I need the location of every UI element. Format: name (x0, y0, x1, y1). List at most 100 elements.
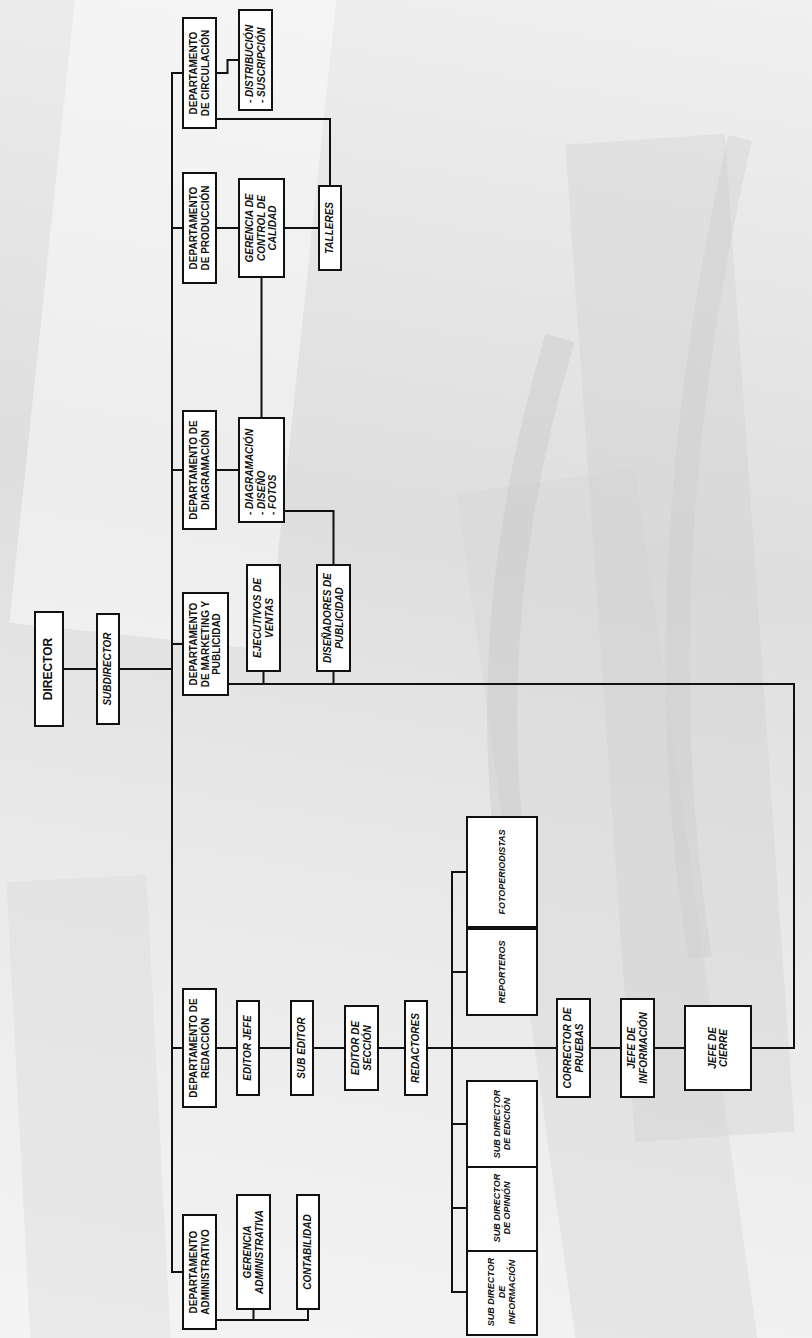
org-connector (120, 669, 182, 1048)
org-connector (285, 511, 334, 564)
role-box: SUB DIRECTOR DE EDICIÓN (466, 1080, 538, 1168)
box-label: JEFE DE CIERRE (707, 1013, 730, 1083)
box-label: CORRECTOR DE PRUEBAS (562, 1006, 585, 1090)
subdirector-box: SUBDIRECTOR (96, 613, 120, 725)
box-label: REPORTEROS (497, 936, 507, 1008)
org-connector (379, 1048, 404, 1049)
org-connector (217, 1048, 236, 1049)
org-connector (229, 672, 334, 684)
connector-line (229, 672, 264, 684)
role-box: CORRECTOR DE PRUEBAS (556, 998, 591, 1098)
connector-line (285, 227, 318, 229)
org-connector (655, 1048, 684, 1049)
org-connector (261, 278, 262, 417)
box-label: EDITOR DE SECCIÓN (350, 1013, 373, 1083)
role-box: SUB DIRECTOR DE OPINIÓN (466, 1164, 538, 1252)
box-label: GERENCIA ADMINISTRATIVA (242, 1202, 265, 1302)
box-label: EDITOR JEFE (242, 1008, 254, 1088)
box-label: DEPARTAMENTO DE MARKETING Y PUBLICIDAD (188, 600, 223, 688)
org-connector (591, 1048, 620, 1049)
box-label: SUB EDITOR (296, 1008, 308, 1088)
connector-line (64, 668, 96, 670)
org-connector (285, 228, 318, 229)
box-label: - FOTOS (267, 425, 279, 515)
org-connector (260, 1048, 290, 1049)
connector-line (217, 469, 238, 471)
connector-line (314, 1047, 344, 1049)
role-box: REDACTORES (404, 1000, 428, 1096)
connector-line (428, 1048, 466, 1124)
department-box: DEPARTAMENTO ADMINISTRATIVO (182, 1214, 217, 1330)
org-connector (217, 1310, 308, 1320)
box-label: GERENCIA DE CONTROL DE CALIDAD (244, 186, 279, 270)
role-box: SUB DIRECTOR DE INFORMACIÓN (466, 1248, 538, 1336)
box-label: CONTABILIDAD (302, 1202, 314, 1302)
org-connector (428, 872, 466, 1048)
connector-line (120, 669, 182, 1048)
connector-line (428, 872, 466, 1048)
connector-line (120, 669, 182, 1272)
box-label: DISEÑADORES DE PUBLICIDAD (322, 572, 345, 664)
connector-line (428, 1048, 466, 1208)
org-connector (428, 972, 466, 1048)
role-box: FOTOPERIODISTAS (466, 816, 538, 928)
director-box: DIRECTOR (34, 611, 64, 727)
unit-box: CONTABILIDAD (296, 1194, 320, 1310)
role-box: JEFE DE CIERRE (684, 1005, 752, 1091)
unit-box: GERENCIA DE CONTROL DE CALIDAD (238, 178, 285, 278)
department-box: DEPARTAMENTO DE MARKETING Y PUBLICIDAD (182, 592, 229, 696)
box-label: DEPARTAMENTO DE CIRCULACIÓN (188, 25, 211, 121)
box-label: - SUSCRIPCIÓN (256, 17, 268, 103)
box-label: SUB DIRECTOR DE INFORMACIÓN (486, 1256, 517, 1328)
role-box: REPORTEROS (466, 928, 538, 1016)
box-label: TALLERES (324, 193, 336, 263)
task-list-box: - DIAGRAMACIÓN- DISEÑO- FOTOS (238, 417, 285, 523)
box-label: DEPARTAMENTO DE REDACCIÓN (188, 996, 211, 1100)
role-box: EDITOR DE SECCIÓN (344, 1005, 379, 1091)
unit-box: GERENCIA ADMINISTRATIVA (236, 1194, 271, 1310)
box-label: - DISEÑO (256, 425, 268, 515)
connector-line (428, 972, 466, 1048)
task-list-box: - DISTRIBUCIÓN- SUSCRIPCIÓN (238, 9, 273, 111)
org-connector (217, 470, 238, 471)
org-connector (120, 669, 182, 1272)
box-label: DEPARTAMENTO DE DIAGRAMACIÓN (188, 418, 211, 522)
role-box: SUB EDITOR (290, 1000, 314, 1096)
org-connector (217, 60, 238, 73)
connector-line (217, 1310, 308, 1320)
box-label: DEPARTAMENTO ADMINISTRATIVO (188, 1222, 211, 1322)
department-box: DEPARTAMENTO DE PRODUCCIÓN (182, 172, 217, 284)
connector-line (217, 60, 238, 73)
org-connector (229, 672, 264, 684)
connector-line (655, 1047, 684, 1049)
role-box: EDITOR JEFE (236, 1000, 260, 1096)
connector-line (261, 278, 263, 417)
role-box: EJECUTIVOS DE VENTAS (246, 564, 281, 672)
connector-line (260, 1047, 290, 1049)
org-connector (428, 1048, 466, 1208)
org-connector (428, 1048, 466, 1124)
department-box: DEPARTAMENTO DE DIAGRAMACIÓN (182, 410, 217, 530)
org-connector (217, 1310, 254, 1320)
org-connector (428, 1048, 466, 1292)
connector-line (217, 1310, 254, 1320)
org-connector (314, 1048, 344, 1049)
connector-line (428, 1047, 556, 1049)
connector-line (229, 684, 794, 1048)
org-connector (428, 1048, 556, 1049)
box-label: EJECUTIVOS DE VENTAS (252, 572, 275, 664)
box-label: - DIAGRAMACIÓN (244, 425, 256, 515)
connector-line (217, 119, 330, 185)
org-connector (229, 684, 794, 1048)
connector-line (217, 227, 238, 229)
box-label: FOTOPERIODISTAS (497, 824, 507, 920)
connector-line (120, 73, 182, 669)
org-connector (217, 119, 330, 185)
department-box: DEPARTAMENTO DE REDACCIÓN (182, 988, 217, 1108)
box-label: JEFE DE INFORMACIÓN (626, 1006, 649, 1090)
box-label: SUB DIRECTOR DE EDICIÓN (492, 1088, 513, 1160)
box-label: DEPARTAMENTO DE PRODUCCIÓN (188, 180, 211, 276)
org-connector (64, 669, 96, 670)
